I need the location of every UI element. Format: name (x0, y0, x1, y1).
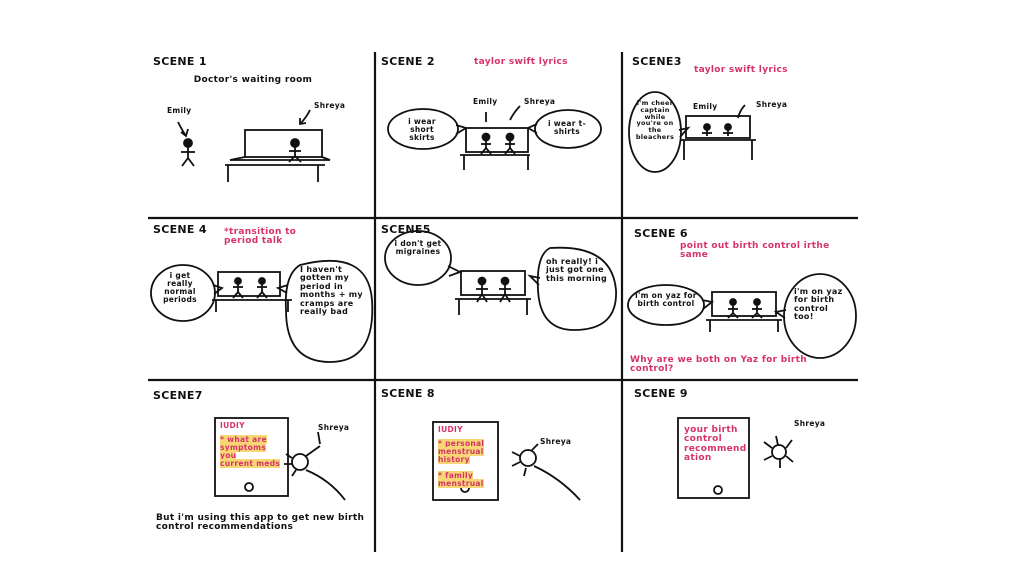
scene-7-caption: But i'm using this app to get new birth … (156, 513, 365, 533)
scene-4-bubble-right: I haven't gotten my period in months + m… (300, 265, 363, 316)
scene8-drawing (432, 421, 581, 501)
storyboard-grid (148, 52, 858, 552)
scene-2-label-shreya: Shreya (524, 97, 556, 106)
scene-2-bubble-right: i wear t-shirts (548, 119, 586, 136)
scene-3-label-emily: Emily (693, 102, 718, 111)
scene-3-title: SCENE3 (632, 55, 682, 68)
scene-8-label-shreya: Shreya (540, 437, 572, 446)
scene-6-title: SCENE 6 (634, 227, 688, 240)
scene-1-label-emily: Emily (167, 106, 192, 115)
scene-2-label-emily: Emily (473, 97, 498, 106)
scene-8-title: SCENE 8 (381, 387, 435, 400)
scene-7-app-item-2: current meds (220, 459, 281, 468)
scene1-drawing (177, 109, 331, 182)
scene-5-bubble-right: oh really! i just got one this morning (546, 257, 608, 283)
scene7-drawing (214, 417, 346, 501)
scene-6-question: Why are we both on Yaz for birth control… (630, 355, 807, 375)
scene-7-label-shreya: Shreya (318, 423, 350, 432)
scene-2-bubble-left: i wear short skirts (408, 117, 436, 142)
scene-9-app-text: your birth control recommend ation (684, 425, 747, 464)
scene-5-title: SCENE5 (381, 223, 431, 236)
scene-2-title: SCENE 2 (381, 55, 435, 68)
scene-6-note: point out birth control irthe same (680, 241, 830, 261)
scene-3-label-shreya: Shreya (756, 100, 788, 109)
scene-1-label-shreya: Shreya (314, 101, 346, 110)
scene-3-note: taylor swift lyrics (694, 65, 788, 75)
scene-4-bubble-left: i get really normal periods (163, 271, 197, 304)
scene5-drawing (384, 230, 617, 331)
scene-4-title: SCENE 4 (153, 223, 207, 236)
scene-8-app-brand: IUDIY (438, 425, 463, 434)
scene6-drawing (627, 273, 857, 359)
scene-7-app-item-1: * what are symptoms you (220, 435, 267, 460)
scene-5-bubble-left: i don't get migraines (394, 239, 442, 256)
scene-7-title: SCENE7 (153, 389, 203, 402)
scene-2-note: taylor swift lyrics (474, 57, 568, 67)
scene-6-bubble-left: i'm on yaz for birth control (635, 291, 697, 308)
scene-1-setting: Doctor's waiting room (193, 75, 313, 85)
scene-3-bubble: i'm cheer captain while you're on the bl… (635, 99, 675, 142)
scene-6-bubble-right: i'm on yaz for birth control too! (794, 287, 843, 322)
scene-8-app-item-2: * family menstrual (438, 471, 484, 488)
scene4-drawing (150, 259, 374, 363)
scene-9-title: SCENE 9 (634, 387, 688, 400)
scene-9-label-shreya: Shreya (794, 419, 826, 428)
scene9-drawing (677, 417, 794, 499)
scene-8-app-item-1: * personal menstrual history (438, 439, 485, 464)
scene-4-note: *transition to period talk (224, 227, 297, 247)
scene-7-app-brand: IUDIY (220, 421, 245, 430)
scene2-drawing (387, 105, 602, 170)
scene3-drawing (628, 91, 756, 173)
scene-1-title: SCENE 1 (153, 55, 207, 68)
